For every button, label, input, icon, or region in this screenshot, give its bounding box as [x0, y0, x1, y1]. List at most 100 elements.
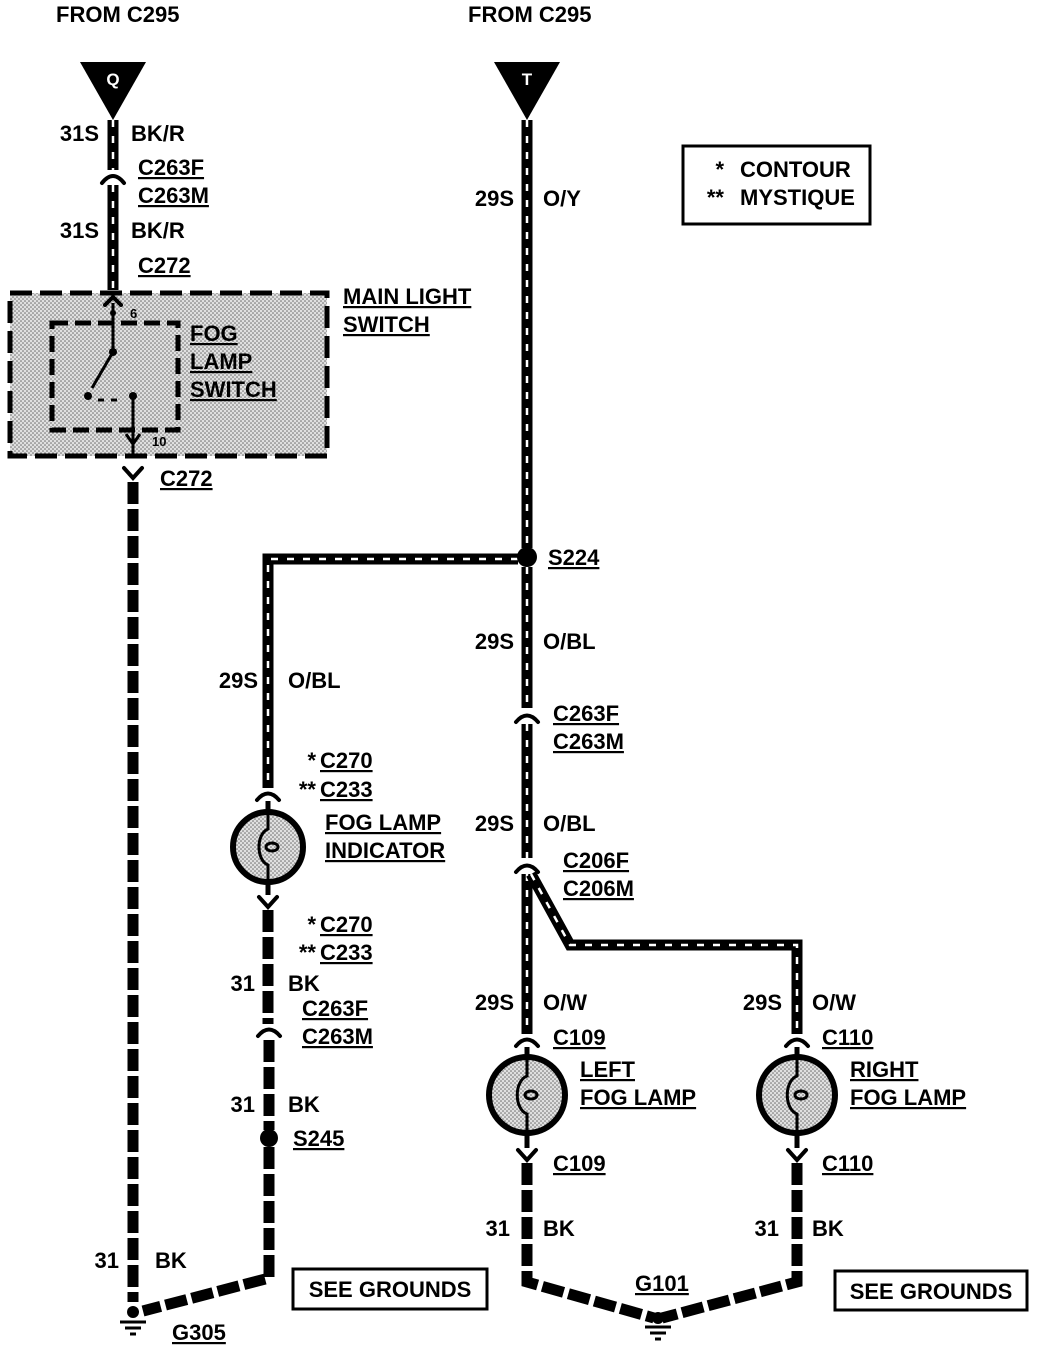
wire-stripe [266, 557, 518, 788]
connector-c233-label: C233 [320, 940, 373, 965]
bulb-filament [257, 812, 270, 882]
see-grounds-box-right: SEE GROUNDS [833, 1269, 1029, 1312]
wire-circuit-label: 31 [231, 971, 255, 996]
source-label-right: FROM C295 [468, 2, 591, 27]
switch-lever-icon [90, 351, 115, 389]
wire-color-label: BK/R [131, 218, 185, 243]
connector-c272-out-label: C272 [160, 466, 213, 491]
wire-circuit-label: 29S [475, 186, 514, 211]
wire-circuit-label: 29S [475, 811, 514, 836]
wire-color-label: BK [288, 1092, 320, 1117]
wire-29s-ow-right [526, 871, 803, 1034]
ground-g101-icon [645, 1312, 671, 1341]
connector-variant-marker: * [307, 748, 316, 773]
ground-g101-label: G101 [635, 1271, 689, 1296]
wire-color-label: BK [812, 1216, 844, 1241]
connector-variant-marker: ** [299, 940, 317, 965]
splice-s245-dot [260, 1129, 278, 1147]
bulb-element [264, 841, 280, 853]
connector-male-label: C263M [553, 729, 624, 754]
connector-variant-marker: ** [299, 777, 317, 802]
source-label-left: FROM C295 [56, 2, 179, 27]
wire-circuit-label: 29S [475, 629, 514, 654]
terminal-q-label: Q [106, 70, 119, 89]
connector-c109-label: C109 [553, 1025, 606, 1050]
ground-g305-icon [120, 1306, 146, 1336]
right-fog-lamp-label: RIGHT [850, 1057, 919, 1082]
main-light-switch-label: SWITCH [343, 312, 430, 337]
see-grounds-label: SEE GROUNDS [309, 1277, 472, 1302]
connector-female-label: C263F [138, 155, 204, 180]
see-grounds-label: SEE GROUNDS [850, 1279, 1013, 1304]
connector-c233-label: C233 [320, 777, 373, 802]
legend: * CONTOUR ** MYSTIQUE [681, 144, 872, 226]
ground-dot [652, 1312, 664, 1324]
terminal-q-triangle [80, 62, 146, 120]
left-fog-lamp-label: FOG LAMP [580, 1085, 696, 1110]
wire-color-label: BK [543, 1216, 575, 1241]
wire-color-label: O/W [543, 990, 587, 1015]
wire-circuit-label: 31 [755, 1216, 779, 1241]
wire-color-label: O/BL [543, 811, 596, 836]
ground-g305-label: G305 [172, 1320, 226, 1345]
connector-c270-upper-icon [255, 791, 281, 802]
connector-c263-center-icon [514, 713, 540, 724]
connector-c109-bottom-icon [516, 1148, 538, 1163]
terminal-t-label: T [522, 70, 533, 89]
wire-circuit-label: 31S [60, 218, 99, 243]
wire-color-label: BK [155, 1248, 187, 1273]
switch-contact-dot [84, 392, 92, 400]
wire-stripe [529, 873, 799, 1034]
terminal-t-triangle [494, 62, 560, 120]
fog-lamp-indicator-bulb-icon [230, 809, 306, 885]
splice-s224-dot [517, 547, 537, 567]
connector-c270-lower-icon [257, 895, 279, 910]
wire-circuit-label: 31 [486, 1216, 510, 1241]
wire-circuit-label: 29S [743, 990, 782, 1015]
splice-s224-label: S224 [548, 545, 600, 570]
fog-lamp-switch-label: SWITCH [190, 377, 277, 402]
connector-c109-top-icon [514, 1037, 540, 1048]
connector-c272-in-label: C272 [138, 253, 191, 278]
bulb-element [793, 1089, 809, 1101]
left-fog-lamp-bulb-icon [486, 1054, 568, 1136]
fog-lamp-switch-label: FOG [190, 321, 238, 346]
ground-bars [120, 1320, 146, 1336]
left-fog-lamp-label: LEFT [580, 1057, 636, 1082]
ground-bars [645, 1325, 671, 1341]
connector-c110-bottom-icon [786, 1148, 808, 1163]
connector-c272-out-icon [122, 466, 144, 481]
wire-color-label: BK/R [131, 121, 185, 146]
connector-c270-label: C270 [320, 748, 373, 773]
pin-in-dot [110, 310, 116, 316]
pin-out-arrow-icon [124, 433, 142, 447]
legend-label-contour: CONTOUR [740, 157, 851, 182]
connector-c270-label: C270 [320, 912, 373, 937]
right-fog-lamp-bulb-icon [756, 1054, 838, 1136]
connector-male-label: C206M [563, 876, 634, 901]
wire-31-bk-right-lamp-ground [660, 1163, 803, 1324]
connector-c110-label: C110 [822, 1025, 873, 1050]
main-light-switch-label: MAIN LIGHT [343, 284, 472, 309]
see-grounds-frame [833, 1269, 1029, 1312]
terminal-t: T [494, 62, 560, 120]
connector-c110-label: C110 [822, 1151, 873, 1176]
connector-male-label: C263M [138, 183, 209, 208]
connector-c263-indicator-icon [256, 1027, 282, 1038]
pin-in-arrow-icon [103, 294, 123, 307]
bulb-filament [515, 1057, 529, 1133]
fog-lamp-indicator-label: INDICATOR [325, 838, 445, 863]
ground-dot [127, 1306, 139, 1318]
wire-31-bk-to-g305 [141, 1147, 275, 1317]
wire-color-label: O/BL [288, 668, 341, 693]
connector-c263-left-icon [100, 174, 126, 185]
see-grounds-frame [291, 1267, 489, 1311]
connector-female-label: C263F [553, 701, 619, 726]
right-fog-lamp-label: FOG LAMP [850, 1085, 966, 1110]
legend-box [681, 144, 872, 226]
wire-color-label: O/W [812, 990, 856, 1015]
wire-color-label: BK [288, 971, 320, 996]
fog-lamp-indicator-label: FOG LAMP [325, 810, 441, 835]
pin-out-label: 10 [152, 434, 166, 449]
splice-s245-label: S245 [293, 1126, 344, 1151]
